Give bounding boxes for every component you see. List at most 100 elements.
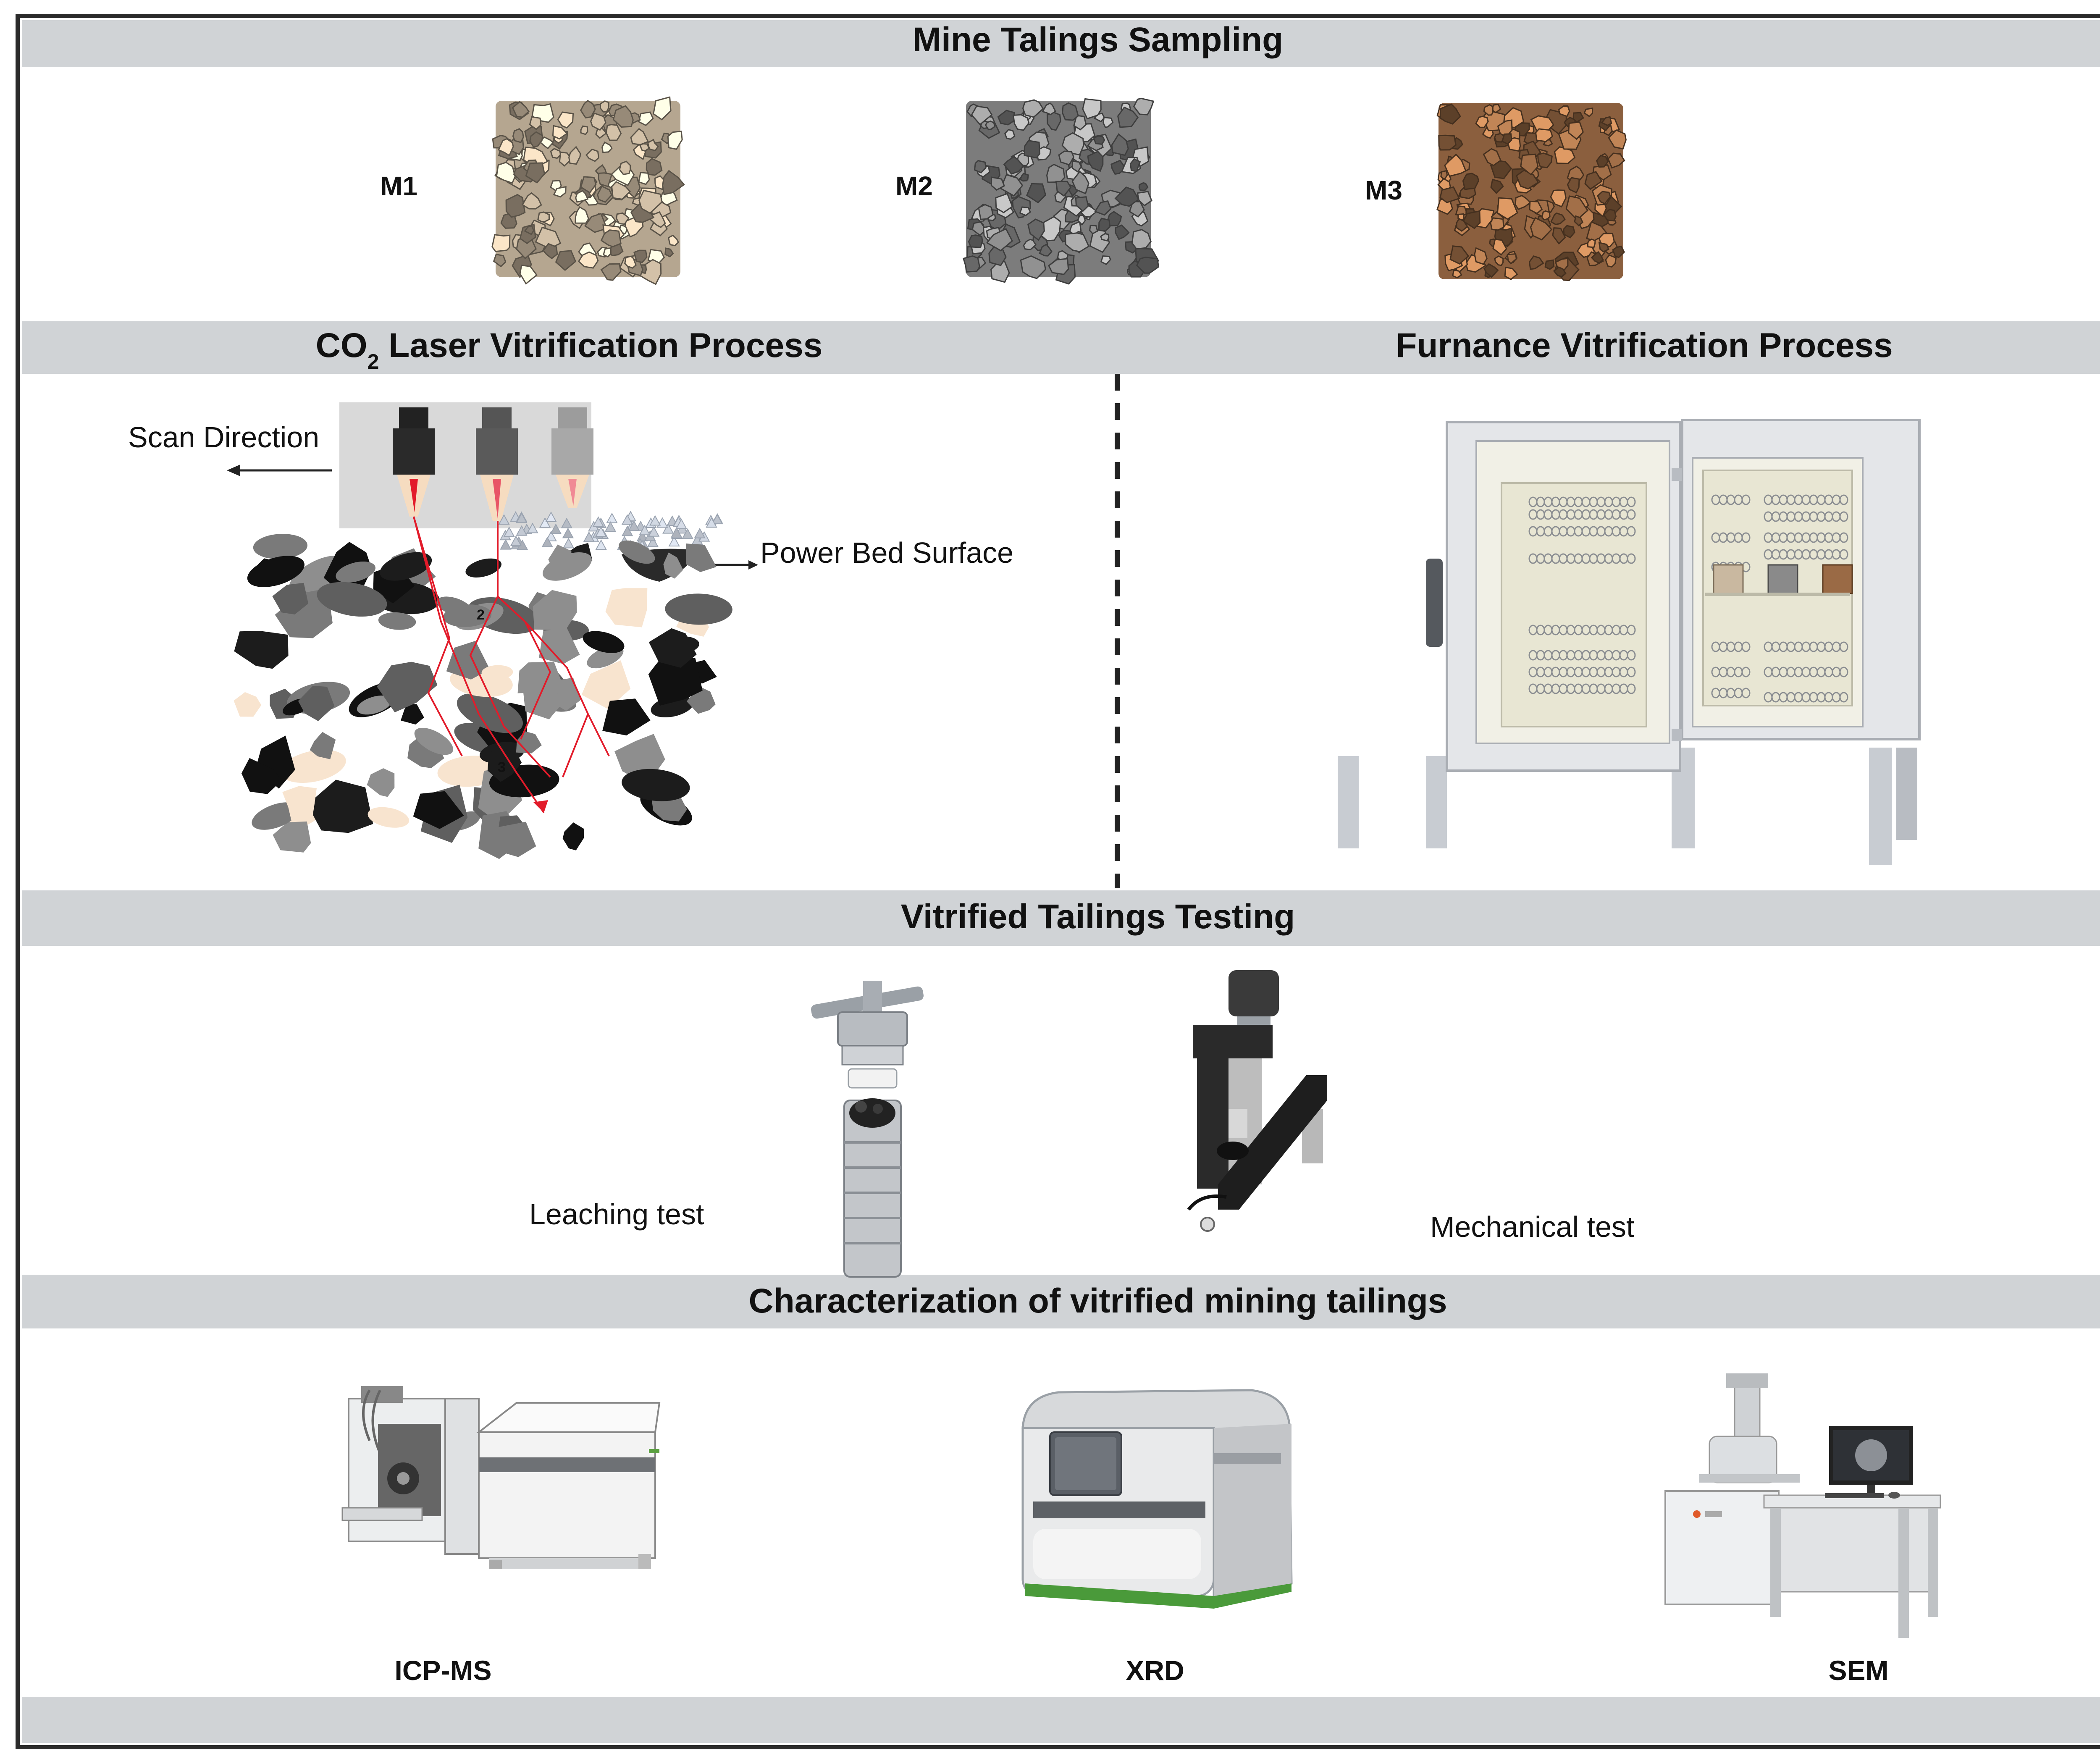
laser-nozzle-icon: [393, 407, 435, 517]
powder-grain: [583, 531, 595, 542]
heating-coil: [1627, 509, 1636, 520]
tailings-grain: [1438, 134, 1457, 151]
powder-grain: [682, 528, 693, 539]
particle: [661, 636, 699, 654]
heating-coil: [1627, 667, 1636, 677]
tailings-grain: [1027, 218, 1045, 241]
tailings-grain: [647, 139, 659, 151]
tailings-grain: [603, 247, 612, 258]
tailings-grain: [1552, 227, 1566, 245]
powder-grain: [662, 523, 674, 534]
tailings-grain: [1137, 191, 1152, 207]
tailings-grain: [1129, 158, 1141, 173]
tailings-grain: [1530, 217, 1553, 241]
tailings-grain: [1114, 186, 1139, 207]
tailings-grain: [662, 170, 685, 195]
sample-label-m2: M2: [895, 171, 933, 201]
tailings-grain: [1550, 189, 1567, 208]
section-title-sampling: Mine Talings Sampling: [913, 21, 1283, 59]
xrd-label: XRD: [1126, 1655, 1184, 1686]
powder-grain: [628, 520, 640, 531]
tailings-grain: [568, 146, 581, 165]
tailings-grain: [578, 251, 599, 269]
icp-ms-instrument-icon: [341, 1386, 661, 1569]
powder-grain: [621, 514, 633, 525]
powder-grain: [648, 526, 660, 537]
tailings-grain: [1494, 133, 1505, 143]
tailings-grain: [1004, 129, 1016, 140]
tailings-grain: [524, 225, 535, 235]
sem-label: SEM: [1828, 1655, 1888, 1686]
particle: [619, 540, 655, 564]
tailings-grain: [491, 234, 511, 252]
tailings-grain: [1553, 266, 1567, 278]
particle: [401, 704, 424, 724]
powder-grain: [621, 525, 633, 536]
tailings-grain: [525, 162, 546, 184]
tailings-grain: [978, 204, 994, 220]
tailings-grain: [1089, 224, 1098, 235]
laser-path-lines: [413, 516, 610, 814]
tailings-grain: [596, 185, 613, 203]
tailings-grain: [668, 234, 680, 247]
tailings-grain: [646, 158, 663, 176]
tailings-grain: [1058, 150, 1075, 166]
tailings-grain: [1591, 251, 1604, 264]
powder-grain: [711, 514, 723, 525]
tailings-grain: [1136, 256, 1160, 274]
powder-grain: [510, 536, 522, 546]
tailings-grain: [580, 176, 597, 194]
tailings-grain: [1504, 266, 1518, 281]
heating-coil: [1839, 511, 1848, 522]
tailings-grain: [1583, 107, 1593, 118]
tailings-grain: [550, 148, 562, 159]
tailings-sample-m2-icon: [963, 97, 1160, 285]
leaching-test-label: Leaching test: [529, 1198, 704, 1231]
tailings-grain: [600, 229, 622, 248]
heating-coil: [1741, 494, 1751, 505]
power-bed-surface-label: Power Bed Surface: [760, 536, 1013, 569]
tailings-grain: [493, 253, 507, 268]
band-characterization: [22, 1275, 2100, 1328]
powder-grain: [527, 522, 538, 533]
tailings-grain: [1550, 212, 1566, 226]
particle: [247, 556, 304, 587]
powder-grain: [694, 528, 706, 538]
tailings-grain: [997, 110, 1015, 126]
tailings-grain: [1106, 211, 1122, 227]
tailings-grain: [1475, 116, 1489, 128]
mechanical-test-label: Mechanical test: [1430, 1210, 1634, 1243]
tailings-grain: [1439, 103, 1461, 125]
powder-grain: [604, 521, 617, 532]
tailings-grain: [1541, 210, 1551, 221]
tailings-grain: [584, 213, 608, 233]
tailings-grain: [542, 243, 558, 260]
laser-head-panel: [339, 402, 591, 528]
tailings-grain: [1563, 225, 1575, 239]
tailings-grain: [1598, 242, 1609, 253]
tailings-grain: [1483, 104, 1494, 116]
tailings-grain: [1048, 258, 1069, 275]
tailings-grain: [1071, 160, 1082, 173]
particle: [457, 693, 523, 733]
tailings-grain: [1537, 152, 1553, 168]
tailings-grain: [1452, 269, 1462, 278]
tailings-grain: [585, 148, 599, 162]
particle: [686, 543, 717, 572]
laser-nozzle-icon: [551, 407, 593, 508]
sample-label-m1: M1: [380, 171, 417, 201]
tailings-grain: [1494, 255, 1504, 266]
tailings-grain: [1529, 200, 1543, 214]
band-vitrification: [22, 321, 2100, 374]
tailings-grain: [1607, 152, 1625, 169]
heating-coil: [1741, 667, 1751, 677]
powder-grain: [649, 515, 661, 526]
particle: [234, 631, 289, 669]
particle: [523, 675, 563, 719]
tailings-grain: [1111, 133, 1129, 156]
particle: [465, 558, 501, 578]
particle: [378, 612, 416, 630]
tailings-grain: [553, 186, 567, 198]
tailings-grain: [1558, 105, 1570, 117]
